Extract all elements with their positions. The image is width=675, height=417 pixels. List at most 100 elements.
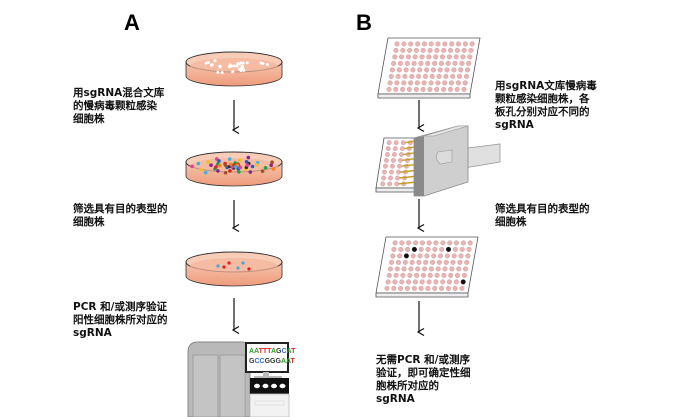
well bbox=[382, 169, 387, 175]
cell-dot bbox=[216, 264, 220, 268]
well bbox=[390, 157, 396, 163]
well bbox=[398, 246, 404, 252]
well bbox=[416, 73, 422, 79]
well bbox=[399, 146, 405, 152]
well bbox=[405, 246, 411, 252]
well bbox=[385, 146, 391, 152]
well bbox=[450, 73, 456, 79]
well bbox=[444, 253, 450, 259]
well bbox=[412, 279, 418, 285]
well bbox=[391, 152, 397, 157]
well bbox=[457, 73, 463, 79]
well bbox=[394, 80, 400, 86]
well bbox=[391, 60, 397, 66]
cell-dot bbox=[210, 63, 214, 67]
well bbox=[439, 246, 445, 252]
well bbox=[461, 272, 467, 278]
panel-a-step-3-text: PCR 和/或测序验证 阳性细胞株所对应的 sgRNA bbox=[73, 301, 168, 339]
well bbox=[399, 240, 405, 246]
well bbox=[415, 41, 421, 47]
96-well-plate-icon bbox=[375, 236, 479, 298]
well bbox=[457, 259, 463, 265]
cell-dot bbox=[241, 61, 245, 65]
sequence-line-2: GCCGGGAAT bbox=[249, 358, 296, 365]
well bbox=[465, 67, 471, 73]
well bbox=[418, 285, 424, 291]
cell-dot bbox=[228, 169, 232, 173]
cell-dot bbox=[223, 170, 228, 175]
multichannel-pipette-icon bbox=[398, 125, 501, 197]
cell-dot bbox=[245, 61, 249, 65]
well bbox=[397, 163, 402, 169]
well bbox=[385, 279, 391, 285]
well bbox=[397, 253, 403, 259]
well bbox=[442, 266, 448, 272]
well bbox=[395, 259, 401, 265]
cell-dot bbox=[209, 163, 213, 167]
well bbox=[400, 86, 406, 92]
well bbox=[458, 67, 464, 73]
well bbox=[404, 60, 410, 66]
well bbox=[384, 285, 390, 291]
cell-dot bbox=[218, 65, 222, 69]
cell-dot bbox=[270, 160, 274, 164]
well bbox=[432, 285, 438, 291]
well bbox=[433, 54, 439, 60]
well bbox=[430, 67, 436, 73]
well bbox=[387, 266, 393, 272]
well bbox=[422, 266, 428, 272]
well bbox=[432, 246, 438, 252]
well bbox=[420, 272, 426, 278]
cell-dot bbox=[220, 71, 224, 75]
positive-well bbox=[403, 253, 409, 259]
well bbox=[421, 80, 427, 86]
cell-dot bbox=[214, 165, 218, 169]
well bbox=[392, 240, 398, 246]
well bbox=[384, 152, 390, 157]
well bbox=[419, 54, 425, 60]
well bbox=[434, 47, 440, 53]
cell-dot bbox=[237, 62, 241, 66]
well bbox=[463, 73, 469, 79]
cell-dot bbox=[227, 261, 231, 265]
well bbox=[395, 175, 400, 181]
well bbox=[407, 47, 413, 53]
well bbox=[436, 259, 442, 265]
petri-dish-icon bbox=[185, 151, 283, 187]
well bbox=[408, 80, 414, 86]
panel-label-a: A bbox=[124, 10, 140, 35]
cell-dot bbox=[232, 64, 236, 68]
well bbox=[449, 41, 455, 47]
well bbox=[426, 279, 432, 285]
well bbox=[411, 285, 417, 291]
cell-dot bbox=[236, 266, 240, 270]
well bbox=[389, 259, 395, 265]
panel-b-step-3-text: 无需PCR 和/或测序 验证，即可确定性细 胞株所对应的 sgRNA bbox=[376, 354, 471, 405]
well bbox=[414, 80, 420, 86]
well bbox=[454, 86, 460, 92]
well bbox=[429, 73, 435, 79]
well bbox=[395, 73, 401, 79]
well bbox=[447, 279, 453, 285]
well bbox=[417, 67, 423, 73]
well bbox=[393, 47, 399, 53]
cell-dot bbox=[231, 70, 235, 74]
well bbox=[398, 152, 404, 157]
well bbox=[393, 86, 399, 92]
well bbox=[435, 41, 441, 47]
well bbox=[386, 86, 392, 92]
sequencer-icon: AATTTAGCAT GCCGGGAAT bbox=[187, 341, 296, 417]
well bbox=[449, 80, 455, 86]
well bbox=[420, 86, 426, 92]
well bbox=[386, 140, 392, 146]
well bbox=[391, 285, 397, 291]
well bbox=[419, 279, 425, 285]
well bbox=[466, 60, 472, 66]
well bbox=[413, 240, 419, 246]
well bbox=[440, 54, 446, 60]
well bbox=[400, 140, 406, 146]
well bbox=[451, 253, 457, 259]
well bbox=[455, 272, 461, 278]
well bbox=[406, 86, 412, 92]
